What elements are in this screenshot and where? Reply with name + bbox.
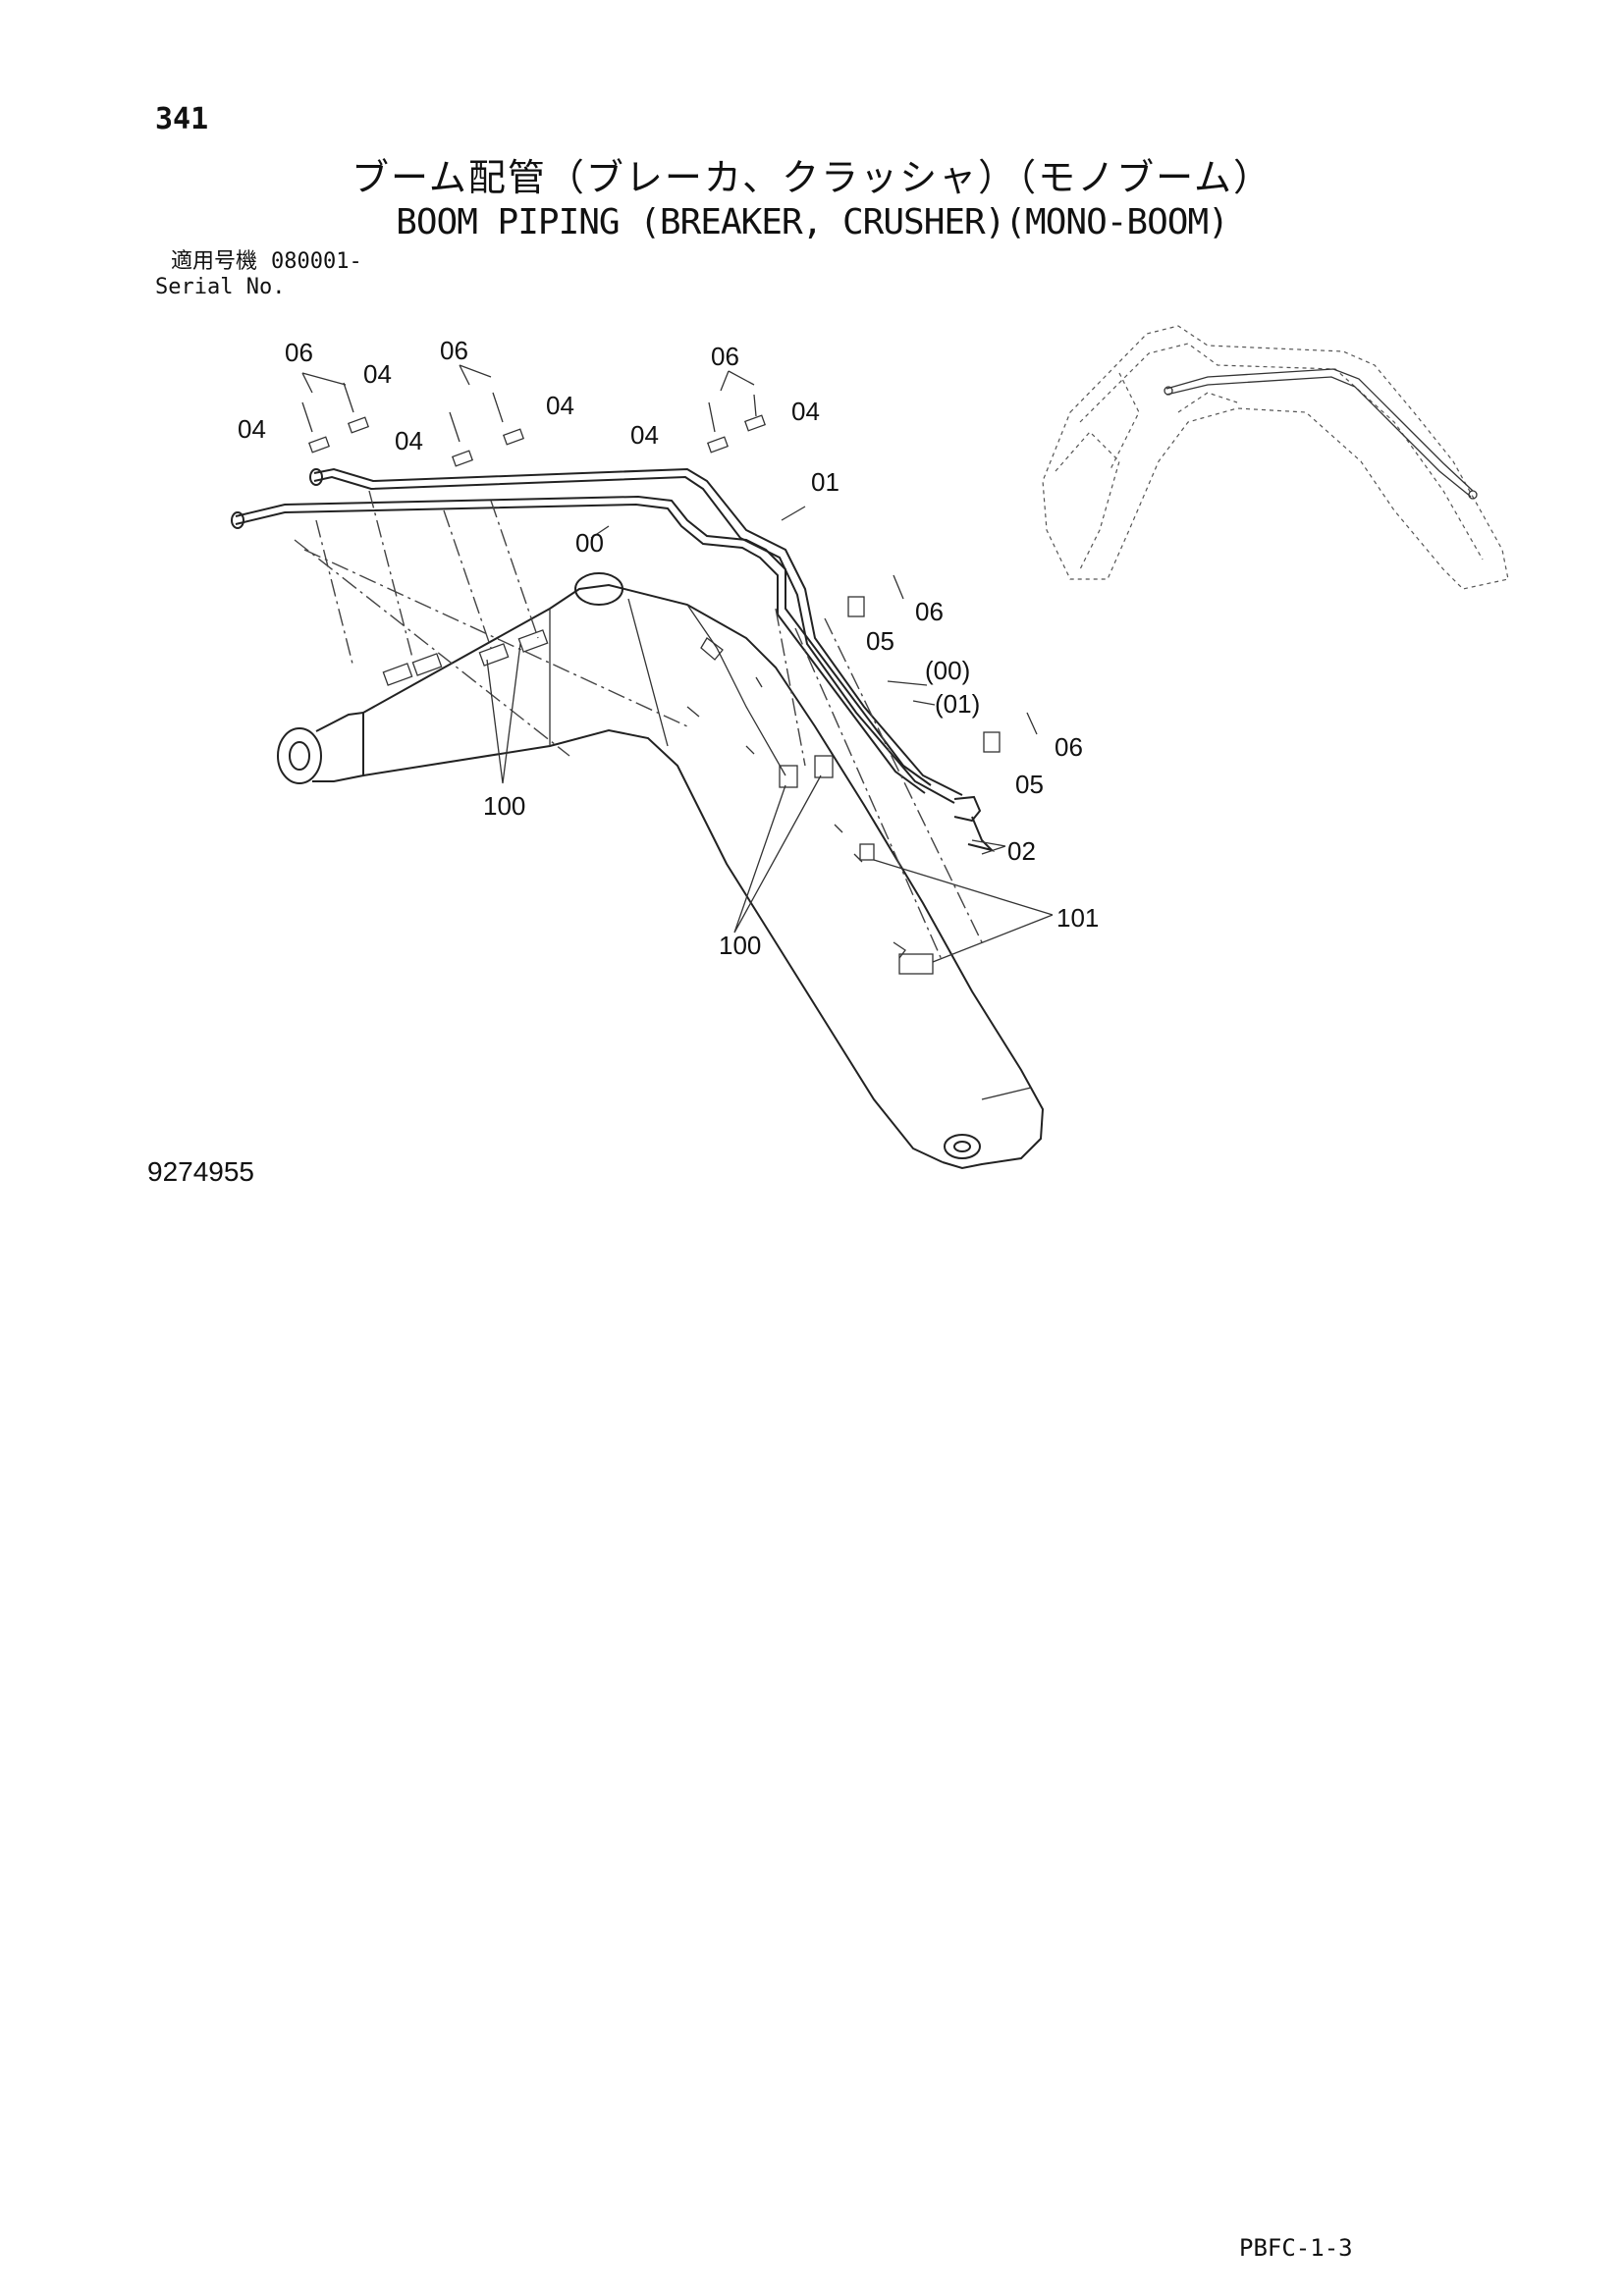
callout-06-a: 06 <box>285 338 313 367</box>
callout-04-f: 04 <box>630 420 659 450</box>
boom-body <box>277 572 1045 1170</box>
callout-06-d: 06 <box>915 597 944 626</box>
callout-00: 00 <box>575 528 604 558</box>
callout-06-b: 06 <box>440 336 468 365</box>
page-title-japanese: ブーム配管（ブレーカ、クラッシャ）（モノブーム） <box>352 156 1272 199</box>
page-code: PBFC-1-3 <box>1239 2234 1353 2262</box>
clamp-hardware <box>301 382 1038 975</box>
callout-00-paren: (00) <box>925 656 970 685</box>
serial-value: 080001- <box>271 249 362 274</box>
callout-101: 101 <box>1056 903 1099 933</box>
callout-04-c: 04 <box>546 391 574 420</box>
callout-02: 02 <box>1007 836 1036 866</box>
callout-05-a: 05 <box>866 626 894 656</box>
callout-06-e: 06 <box>1055 732 1083 762</box>
callout-100-a: 100 <box>483 791 525 821</box>
callout-04-d: 04 <box>395 426 423 455</box>
callout-05-b: 05 <box>1015 770 1044 799</box>
callout-06-c: 06 <box>711 342 739 371</box>
callout-01: 01 <box>811 467 839 497</box>
excavator-overview-inset <box>1042 325 1509 590</box>
page-title-english: BOOM PIPING (BREAKER, CRUSHER)(MONO-BOOM… <box>396 202 1229 242</box>
callout-leaders <box>301 364 1054 963</box>
serial-label-english: Serial No. <box>155 275 286 299</box>
page-number: 341 <box>155 102 209 136</box>
pipe-01 <box>309 467 996 852</box>
serial-label-japanese: 適用号機 <box>171 249 258 274</box>
callout-04-e: 04 <box>791 397 820 426</box>
callout-04-a: 04 <box>363 359 392 389</box>
serial-info: 適用号機 080001- Serial No. <box>155 249 362 300</box>
callout-04-b: 04 <box>238 414 266 444</box>
assembly-leader-lines <box>294 490 983 963</box>
callout-100-b: 100 <box>719 931 761 960</box>
drawing-number: 9274955 <box>147 1156 255 1187</box>
callout-01-paren: (01) <box>935 689 980 719</box>
